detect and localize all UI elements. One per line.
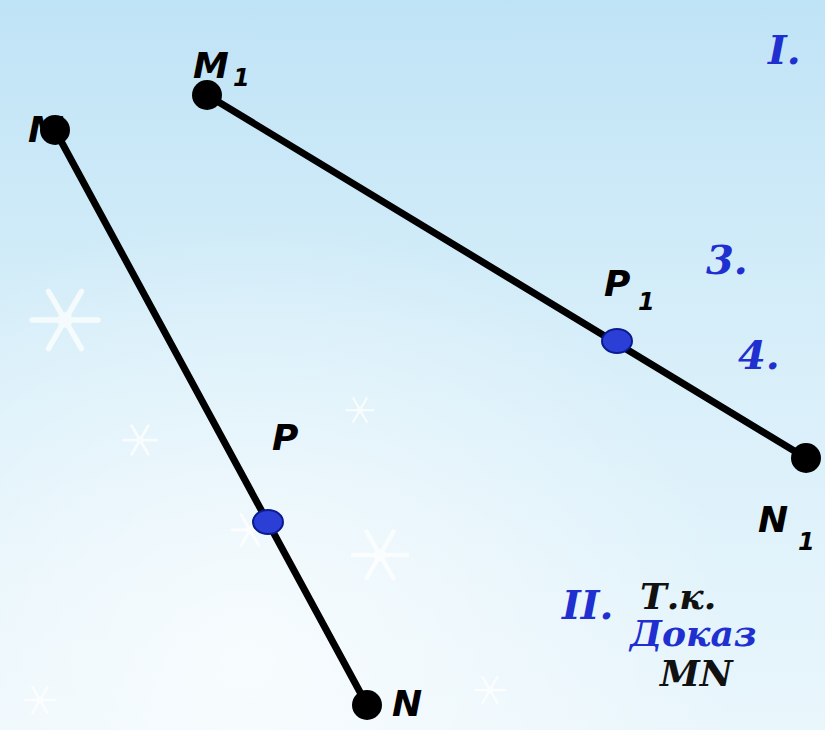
step-number: 4. bbox=[738, 335, 780, 375]
step-number: 3. bbox=[706, 240, 748, 280]
section-number: I. bbox=[768, 30, 801, 70]
point-p bbox=[253, 510, 283, 534]
point-subscript: 1 bbox=[233, 66, 250, 90]
point-letter: M bbox=[28, 112, 64, 148]
points bbox=[40, 80, 821, 720]
point-letter: P bbox=[604, 266, 630, 302]
note-text: Т.к. bbox=[640, 578, 716, 614]
segments bbox=[55, 95, 806, 705]
point-p1 bbox=[602, 329, 632, 353]
segment-mn bbox=[55, 130, 367, 705]
snowflake bbox=[124, 426, 157, 455]
heading-fragment: Доказ bbox=[630, 615, 757, 651]
point-n bbox=[352, 690, 382, 720]
point-letter: P bbox=[272, 420, 298, 456]
point-n1 bbox=[791, 443, 821, 473]
point-letter: M bbox=[193, 48, 229, 84]
segment-m1n1 bbox=[207, 95, 806, 458]
point-letter: N bbox=[392, 686, 422, 722]
snowflake bbox=[353, 532, 407, 579]
note-text: MN bbox=[660, 655, 733, 691]
point-letter: N bbox=[758, 502, 788, 538]
snowflake bbox=[32, 291, 98, 348]
point-subscript: 1 bbox=[798, 530, 815, 554]
point-m1 bbox=[192, 80, 222, 110]
snowflake bbox=[347, 398, 374, 421]
snowflake bbox=[25, 687, 55, 713]
point-subscript: 1 bbox=[638, 290, 655, 314]
section-number: II. bbox=[562, 585, 613, 625]
snowflake bbox=[475, 677, 505, 703]
